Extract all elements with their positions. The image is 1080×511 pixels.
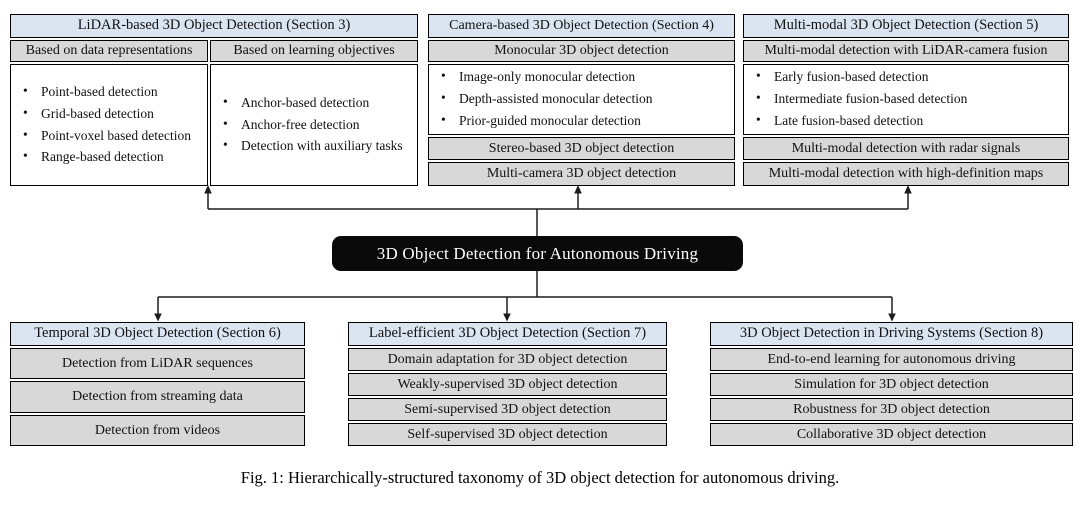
label-efficient-row: Self-supervised 3D object detection (348, 423, 667, 446)
label-efficient-section-box: Label-efficient 3D Object Detection (Sec… (348, 322, 667, 446)
temporal-row: Detection from LiDAR sequences (10, 348, 305, 380)
driving-systems-row: Simulation for 3D object detection (710, 373, 1073, 396)
list-item: Detection with auxiliary tasks (211, 137, 413, 155)
camera-monocular-row: Monocular 3D object detection (428, 40, 735, 62)
root-node: 3D Object Detection for Autonomous Drivi… (332, 236, 743, 271)
camera-section-title: Camera-based 3D Object Detection (Sectio… (428, 14, 735, 38)
label-efficient-row: Domain adaptation for 3D object detectio… (348, 348, 667, 371)
list-item: Grid-based detection (11, 105, 203, 123)
driving-systems-section-box: 3D Object Detection in Driving Systems (… (710, 322, 1073, 446)
list-item: Depth-assisted monocular detection (429, 90, 730, 108)
list-item: Range-based detection (11, 148, 203, 166)
multimodal-section-title: Multi-modal 3D Object Detection (Section… (743, 14, 1069, 38)
multimodal-hdmaps-row: Multi-modal detection with high-definiti… (743, 162, 1069, 186)
driving-systems-row: End-to-end learning for autonomous drivi… (710, 348, 1073, 371)
lidar-col1-header: Based on data representations (10, 40, 208, 62)
list-item: Point-based detection (11, 83, 203, 101)
temporal-row: Detection from videos (10, 414, 305, 446)
lidar-col2-header: Based on learning objectives (210, 40, 418, 62)
list-item: Intermediate fusion-based detection (744, 90, 1064, 108)
multimodal-lidar-camera-row: Multi-modal detection with LiDAR-camera … (743, 40, 1069, 62)
list-item: Prior-guided monocular detection (429, 112, 730, 130)
label-efficient-row: Weakly-supervised 3D object detection (348, 373, 667, 396)
lidar-col2-list: Anchor-based detection Anchor-free detec… (210, 64, 418, 186)
list-item: Point-voxel based detection (11, 127, 203, 145)
list-item: Early fusion-based detection (744, 68, 1064, 86)
temporal-row: Detection from streaming data (10, 381, 305, 413)
driving-systems-section-title: 3D Object Detection in Driving Systems (… (710, 322, 1073, 346)
lidar-columns: Based on data representations Point-base… (10, 40, 418, 186)
lidar-col-data-representations: Based on data representations Point-base… (10, 40, 208, 186)
list-item: Anchor-free detection (211, 116, 413, 134)
temporal-section-box: Temporal 3D Object Detection (Section 6)… (10, 322, 305, 446)
multimodal-section-box: Multi-modal 3D Object Detection (Section… (743, 14, 1069, 186)
lidar-col1-list: Point-based detection Grid-based detecti… (10, 64, 208, 186)
lidar-section-title: LiDAR-based 3D Object Detection (Section… (10, 14, 418, 38)
camera-multicamera-row: Multi-camera 3D object detection (428, 162, 735, 186)
camera-section-box: Camera-based 3D Object Detection (Sectio… (428, 14, 735, 186)
lidar-section-box: LiDAR-based 3D Object Detection (Section… (10, 14, 418, 186)
list-item: Anchor-based detection (211, 94, 413, 112)
camera-stereo-row: Stereo-based 3D object detection (428, 137, 735, 160)
figure-caption: Fig. 1: Hierarchically-structured taxono… (240, 468, 840, 487)
list-item: Image-only monocular detection (429, 68, 730, 86)
temporal-section-title: Temporal 3D Object Detection (Section 6) (10, 322, 305, 346)
driving-systems-row: Robustness for 3D object detection (710, 398, 1073, 421)
multimodal-radar-row: Multi-modal detection with radar signals (743, 137, 1069, 160)
camera-monocular-list: Image-only monocular detection Depth-ass… (428, 64, 735, 135)
lidar-col-learning-objectives: Based on learning objectives Anchor-base… (210, 40, 418, 186)
multimodal-fusion-list: Early fusion-based detection Intermediat… (743, 64, 1069, 135)
label-efficient-section-title: Label-efficient 3D Object Detection (Sec… (348, 322, 667, 346)
label-efficient-row: Semi-supervised 3D object detection (348, 398, 667, 421)
list-item: Late fusion-based detection (744, 112, 1064, 130)
driving-systems-row: Collaborative 3D object detection (710, 423, 1073, 446)
